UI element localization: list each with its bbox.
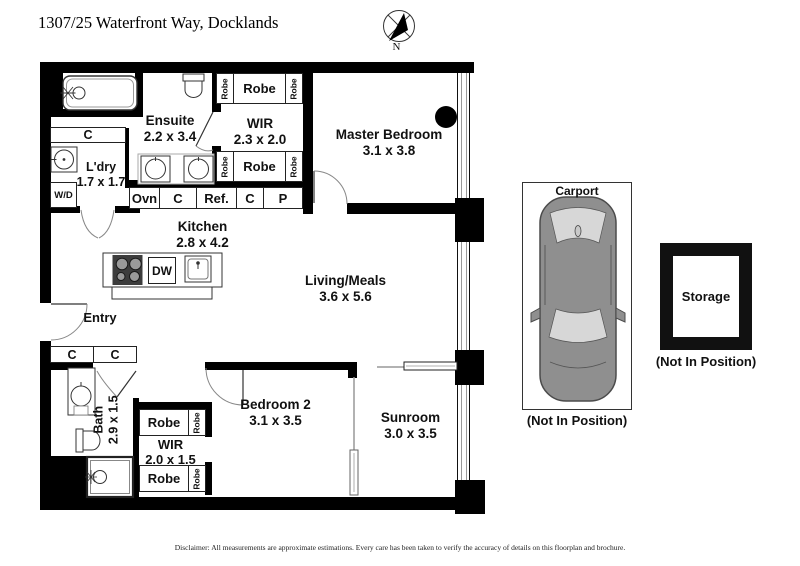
wall — [205, 462, 212, 495]
glass-partition — [349, 377, 359, 496]
door-laundry-double — [80, 209, 115, 239]
page-title: 1307/25 Waterfront Way, Docklands — [38, 13, 279, 32]
wall — [40, 362, 93, 370]
robe-box: Robe — [233, 151, 286, 182]
bench-cell-pantry: P — [263, 187, 303, 209]
robe-box: Robe — [188, 465, 206, 492]
wall — [205, 362, 357, 370]
column-dot — [435, 106, 457, 128]
wall — [347, 203, 457, 214]
wall — [40, 62, 51, 303]
wall — [133, 402, 212, 409]
window-glazing — [457, 242, 470, 350]
cupboard-box: C — [93, 346, 137, 363]
wall — [135, 73, 143, 117]
robe-box: Robe — [188, 409, 206, 436]
shower-icon — [85, 455, 135, 499]
robe-box: Robe — [216, 151, 234, 182]
wall — [40, 341, 51, 510]
toilet-icon — [182, 73, 205, 98]
window-glazing — [457, 385, 470, 480]
column — [455, 198, 484, 242]
robe-box: Robe — [216, 73, 234, 104]
robe-box: Robe — [285, 73, 303, 104]
robe-box: Robe — [285, 151, 303, 182]
carport-box — [522, 182, 632, 410]
door-master — [313, 170, 348, 205]
wall — [303, 73, 313, 214]
wall — [205, 409, 212, 437]
service-shaft — [40, 456, 87, 510]
dishwasher-box: DW — [148, 257, 176, 284]
carport-label: Carport — [555, 184, 599, 198]
wall — [125, 128, 129, 182]
wall — [40, 497, 461, 510]
sink-icon — [184, 255, 212, 283]
room-label-entry: Entry — [83, 310, 117, 325]
compass-north-label: N — [392, 41, 401, 53]
storage-note: (Not In Position) — [655, 354, 757, 369]
bathtub-icon — [60, 75, 138, 111]
sliding-door — [377, 361, 458, 371]
wall — [40, 62, 474, 73]
wall — [51, 206, 80, 213]
disclaimer: Disclaimer: All measurements are approxi… — [174, 543, 626, 552]
robe-box: Robe — [139, 409, 189, 436]
robe-box: Robe — [139, 465, 189, 492]
cooktop-icon — [112, 255, 143, 285]
wall — [133, 398, 139, 497]
robe-box: Robe — [233, 73, 286, 104]
wall — [51, 73, 63, 109]
wall — [40, 109, 140, 117]
wall — [125, 180, 313, 188]
wall — [115, 206, 140, 213]
cupboard-box: C — [50, 346, 94, 363]
window-glazing — [457, 73, 470, 198]
column — [455, 480, 485, 514]
bench-cell-cupboard: C — [236, 187, 264, 209]
column — [455, 350, 484, 385]
storage-box: Storage — [660, 243, 752, 350]
compass-icon — [383, 10, 415, 42]
bench-cell-fridge: Ref. — [196, 187, 237, 209]
storage-label: Storage — [681, 289, 731, 304]
washer-dryer-box: W/D — [50, 182, 77, 208]
wall — [348, 370, 357, 378]
carport-note: (Not In Position) — [526, 413, 628, 428]
cupboard-box: C — [50, 127, 126, 143]
bench-cell-oven: Ovn — [129, 187, 160, 209]
bench-cell-cupboard: C — [159, 187, 197, 209]
